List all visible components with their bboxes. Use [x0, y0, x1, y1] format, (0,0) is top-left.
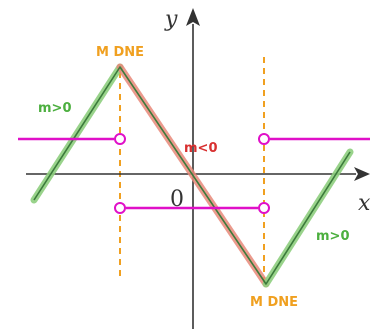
x-axis-arrow	[354, 167, 370, 181]
top-dne-label: M DNE	[96, 45, 144, 60]
left-slope-label: m>0	[38, 101, 71, 116]
derivative-right-open-dot	[258, 133, 270, 145]
origin-label: 0	[170, 187, 184, 212]
function-line	[33, 66, 351, 285]
bottom-dne-label: M DNE	[250, 295, 298, 310]
derivative-middle-open-dot-right	[258, 202, 270, 214]
middle-slope-label: m<0	[184, 141, 217, 156]
right-slope-label: m>0	[316, 229, 349, 244]
derivative-middle-open-dot-left	[114, 202, 126, 214]
x-axis-label: x	[358, 191, 371, 216]
derivative-left-open-dot	[114, 133, 126, 145]
y-axis-arrow	[186, 8, 200, 26]
y-axis-label: y	[164, 7, 178, 32]
